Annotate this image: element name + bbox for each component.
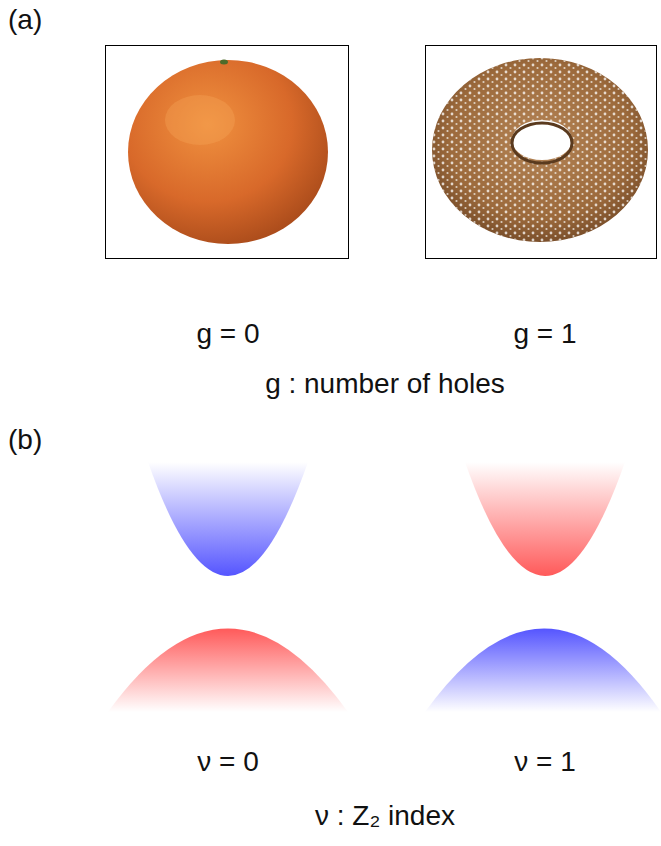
panel-label: (b) <box>8 424 42 456</box>
panel-label: (a) <box>8 4 42 36</box>
index-caption: ν : Z₂ index <box>315 800 455 832</box>
index-value: ν = 1 <box>514 746 575 778</box>
donut-picture <box>432 58 648 242</box>
index-value: ν = 0 <box>197 746 258 778</box>
band-diagram-inverted <box>425 462 661 712</box>
genus-value: g = 1 <box>513 318 576 350</box>
picture-frame <box>426 46 657 259</box>
genus-value: g = 0 <box>196 318 259 350</box>
orange-picture <box>128 60 328 245</box>
picture-frame <box>106 46 349 259</box>
genus-caption: g : number of holes <box>265 368 505 400</box>
band-diagram-trivial <box>108 462 348 712</box>
